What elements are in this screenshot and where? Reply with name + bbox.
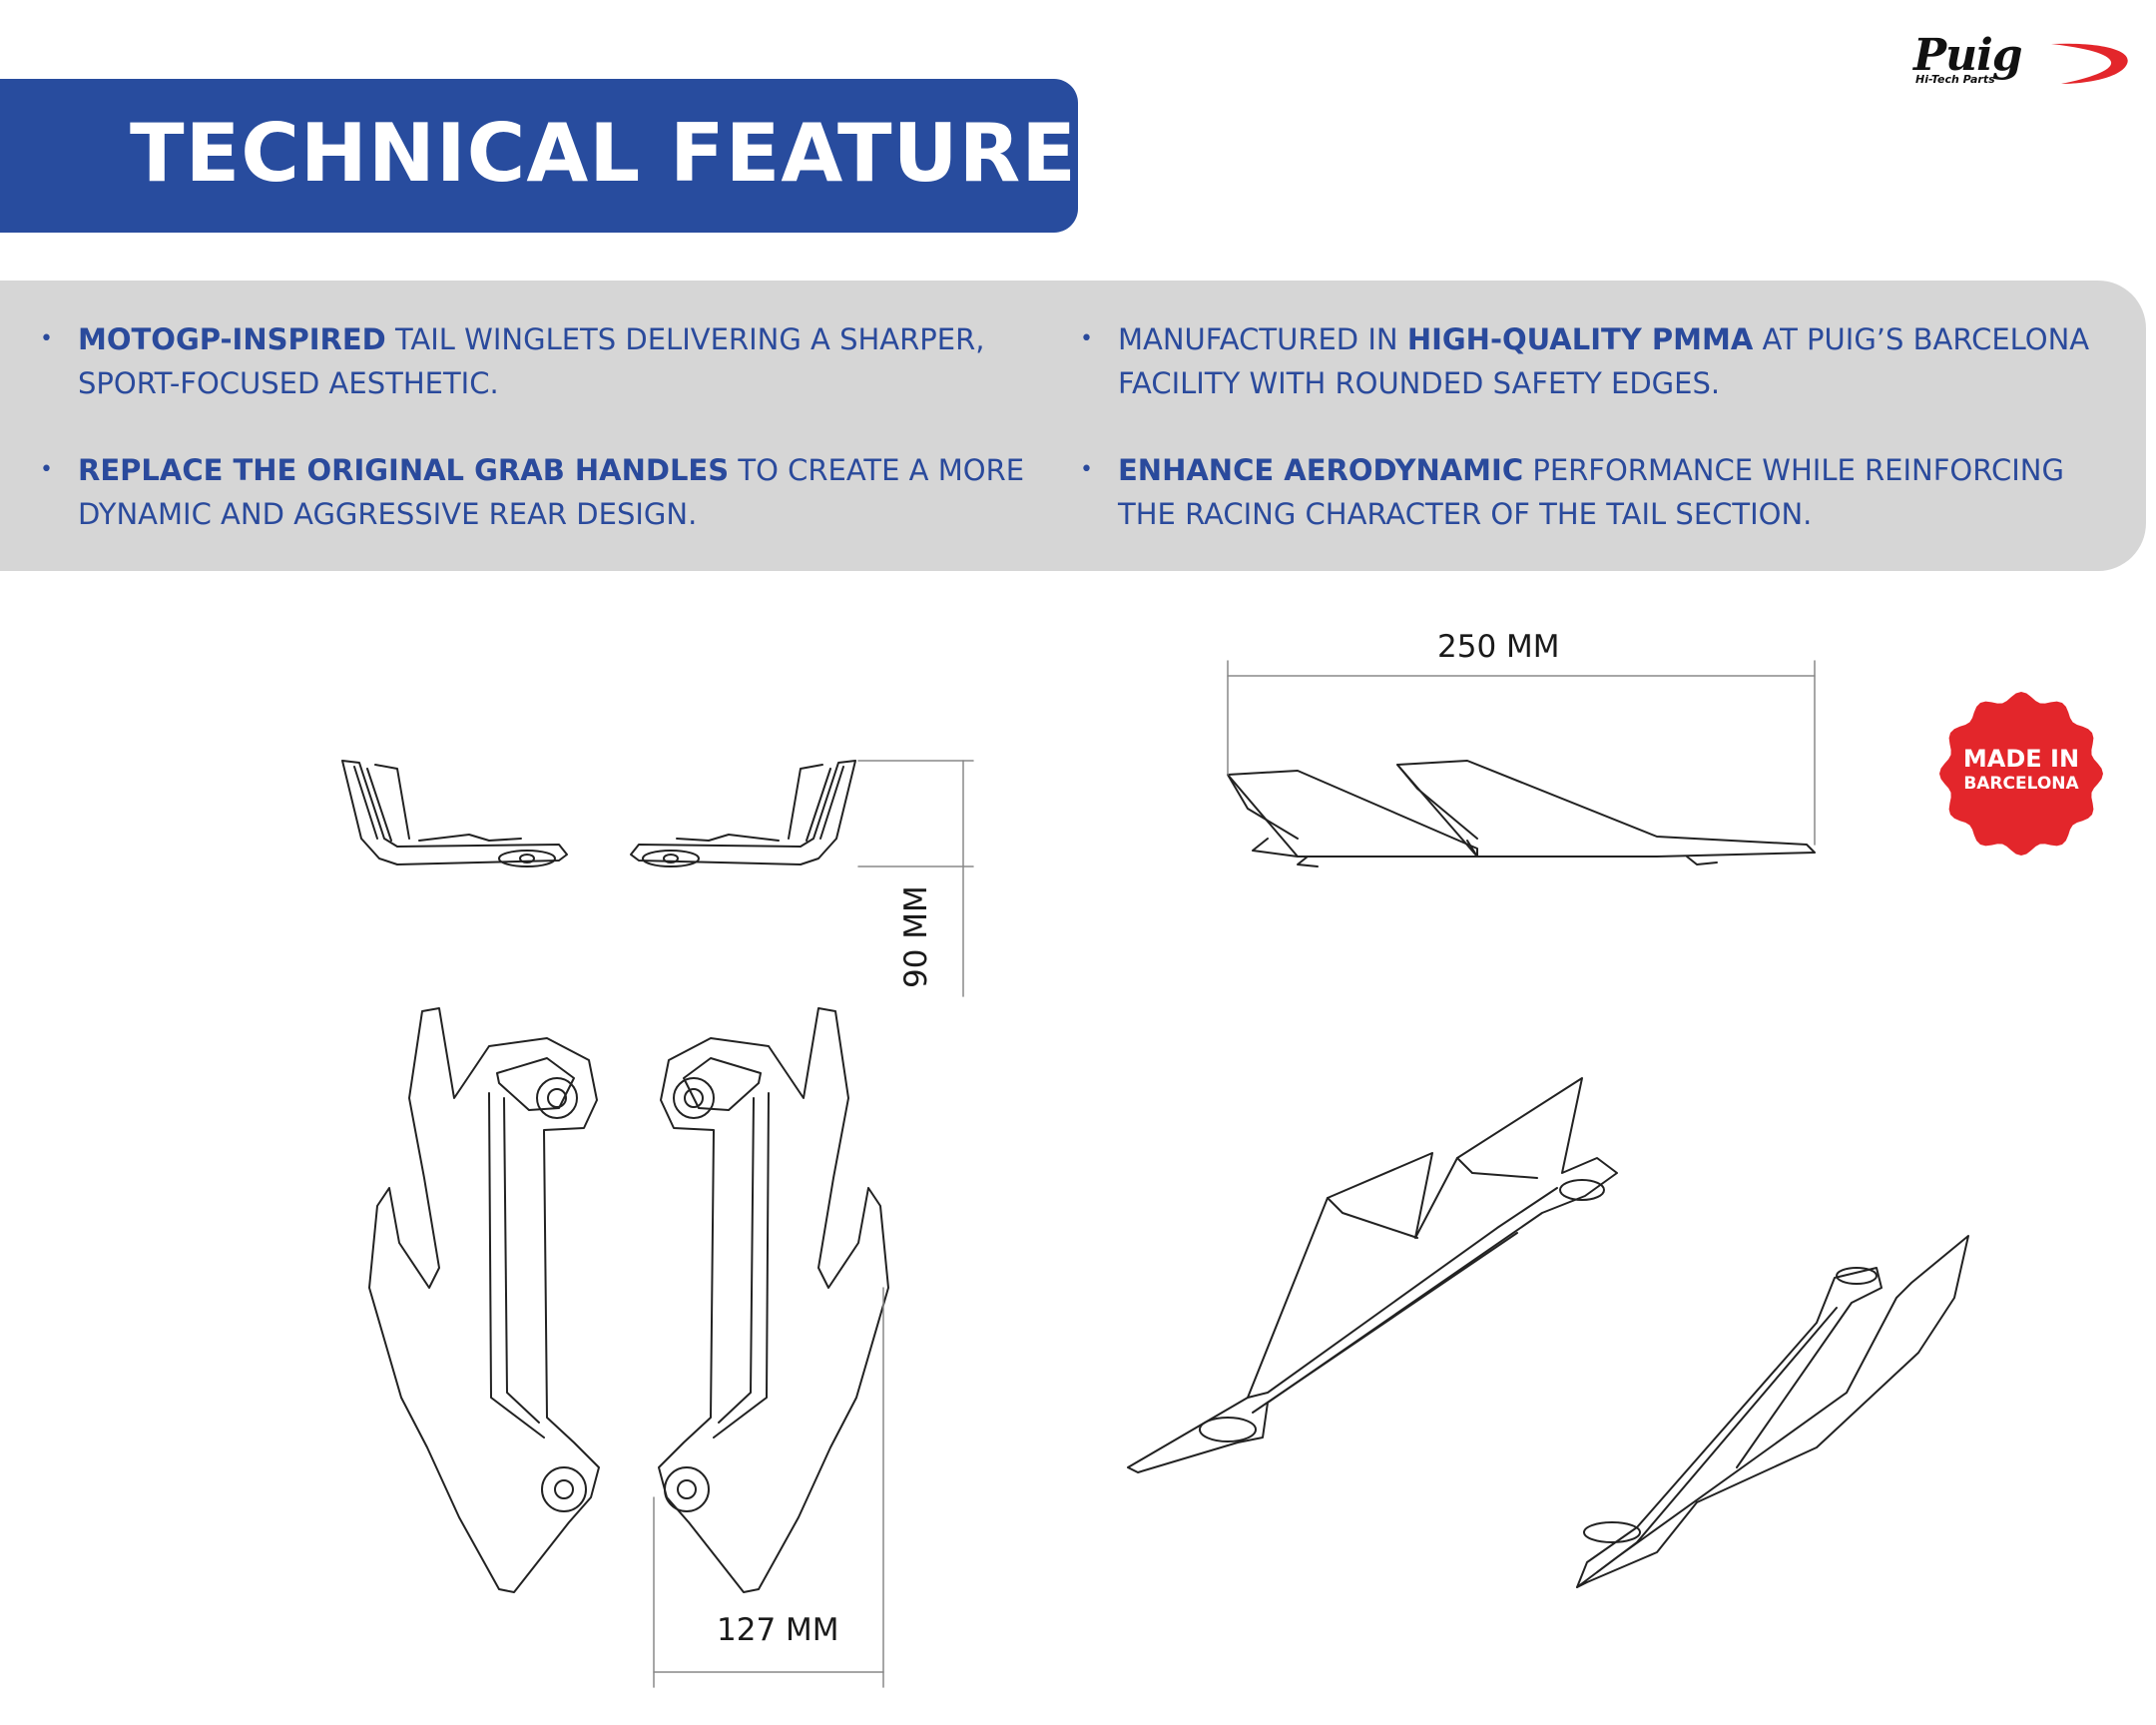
brand-logo: Puig Hi-Tech Parts (1901, 30, 2131, 88)
seal-icon (1939, 692, 2103, 856)
page-title: TECHNICAL FEATURES (130, 107, 1136, 200)
badge-line-1: MADE IN (1962, 745, 2080, 773)
top-view-left-drawing (368, 1007, 600, 1593)
height-dimension-line (857, 760, 974, 997)
feature-item: • REPLACE THE ORIGINAL GRAB HANDLES TO C… (40, 448, 1036, 536)
feature-highlight: REPLACE THE ORIGINAL GRAB HANDLES (78, 453, 730, 487)
width-dimension-label: 250 MM (1437, 629, 1560, 665)
feature-text: PERFORMANCE WHILE REINFORCING THE RACING… (1118, 453, 2064, 531)
title-banner: TECHNICAL FEATURES (0, 79, 1134, 233)
feature-highlight: HIGH-QUALITY PMMA (1406, 322, 1754, 356)
bullet-icon: • (40, 326, 53, 351)
badge-line-2: BARCELONA (1963, 774, 2079, 794)
feature-text: MANUFACTURED IN (1118, 322, 1407, 356)
logo-swoosh-icon (2051, 43, 2128, 84)
feature-item: • MANUFACTURED IN HIGH-QUALITY PMMA AT P… (1080, 317, 2126, 405)
perspective-left-drawing (1127, 1077, 1618, 1473)
feature-text: AT PUIG’S BARCELONA FACILITY WITH ROUNDE… (1118, 322, 2090, 400)
top-view-right-drawing (658, 1007, 889, 1593)
bullet-icon: • (40, 457, 53, 482)
width-dimension-line (1227, 660, 1816, 846)
features-panel (0, 281, 2146, 571)
depth-dimension-label: 127 MM (717, 1612, 839, 1648)
feature-text: TO CREATE A MORE DYNAMIC AND AGGRESSIVE … (78, 453, 1025, 531)
depth-dimension-line (653, 1287, 884, 1688)
perspective-right-drawing (1576, 1235, 1969, 1588)
feature-item: • MOTOGP-INSPIRED TAIL WINGLETS DELIVERI… (40, 317, 1036, 405)
bullet-icon: • (1080, 326, 1093, 351)
feature-highlight: ENHANCE AERODYNAMIC (1118, 453, 1524, 487)
logo-wordmark: Puig (1913, 30, 2023, 81)
made-in-barcelona-badge: MADE IN BARCELONA (1936, 689, 2106, 859)
bullet-icon: • (1080, 457, 1093, 482)
feature-item: • ENHANCE AERODYNAMIC PERFORMANCE WHILE … (1080, 448, 2126, 536)
feature-text: TAIL WINGLETS DELIVERING A SHARPER, SPOR… (78, 322, 985, 400)
feature-highlight: MOTOGP-INSPIRED (78, 322, 386, 356)
front-view-drawing (341, 760, 856, 867)
height-dimension-label: 90 MM (898, 885, 934, 988)
side-view-drawing (1227, 760, 1816, 867)
logo-tagline: Hi-Tech Parts (1915, 73, 1995, 86)
